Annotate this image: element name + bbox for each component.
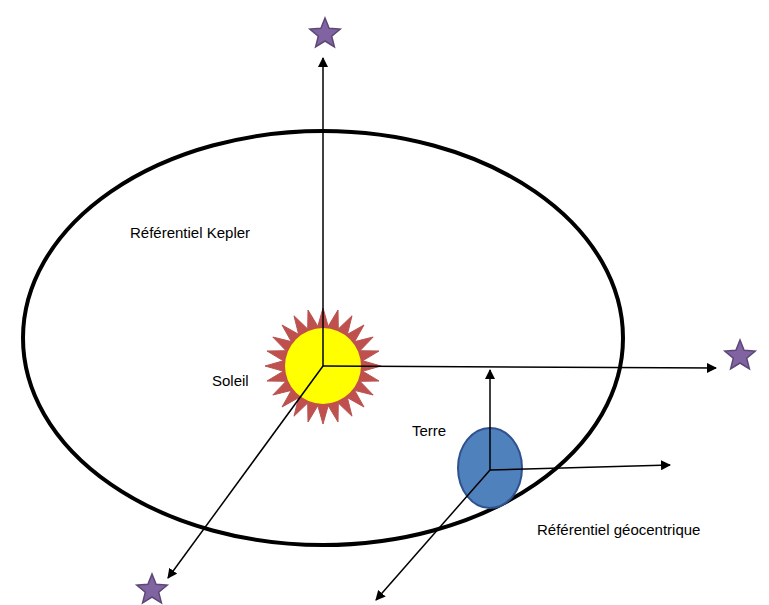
frame-label: Soleil: [212, 372, 249, 389]
label-box: Terre: [412, 422, 446, 440]
star-symbol: [725, 340, 755, 369]
star-symbol: [137, 574, 167, 603]
star-symbol: [310, 18, 340, 47]
axis-arrow: [490, 465, 670, 470]
axis-arrow: [322, 58, 324, 366]
axis-arrow: [376, 470, 490, 600]
axis-arrow: [168, 366, 323, 578]
label-box: Référentiel Kepler: [130, 224, 250, 242]
label-box: Référentiel géocentrique: [537, 521, 700, 539]
frame-label: Référentiel Kepler: [130, 224, 250, 241]
frame-label: Terre: [412, 422, 446, 439]
label-box: Soleil: [212, 372, 249, 390]
frame-label: Référentiel géocentrique: [537, 521, 700, 538]
axis-arrow: [489, 370, 491, 470]
axis-arrow: [323, 366, 716, 368]
